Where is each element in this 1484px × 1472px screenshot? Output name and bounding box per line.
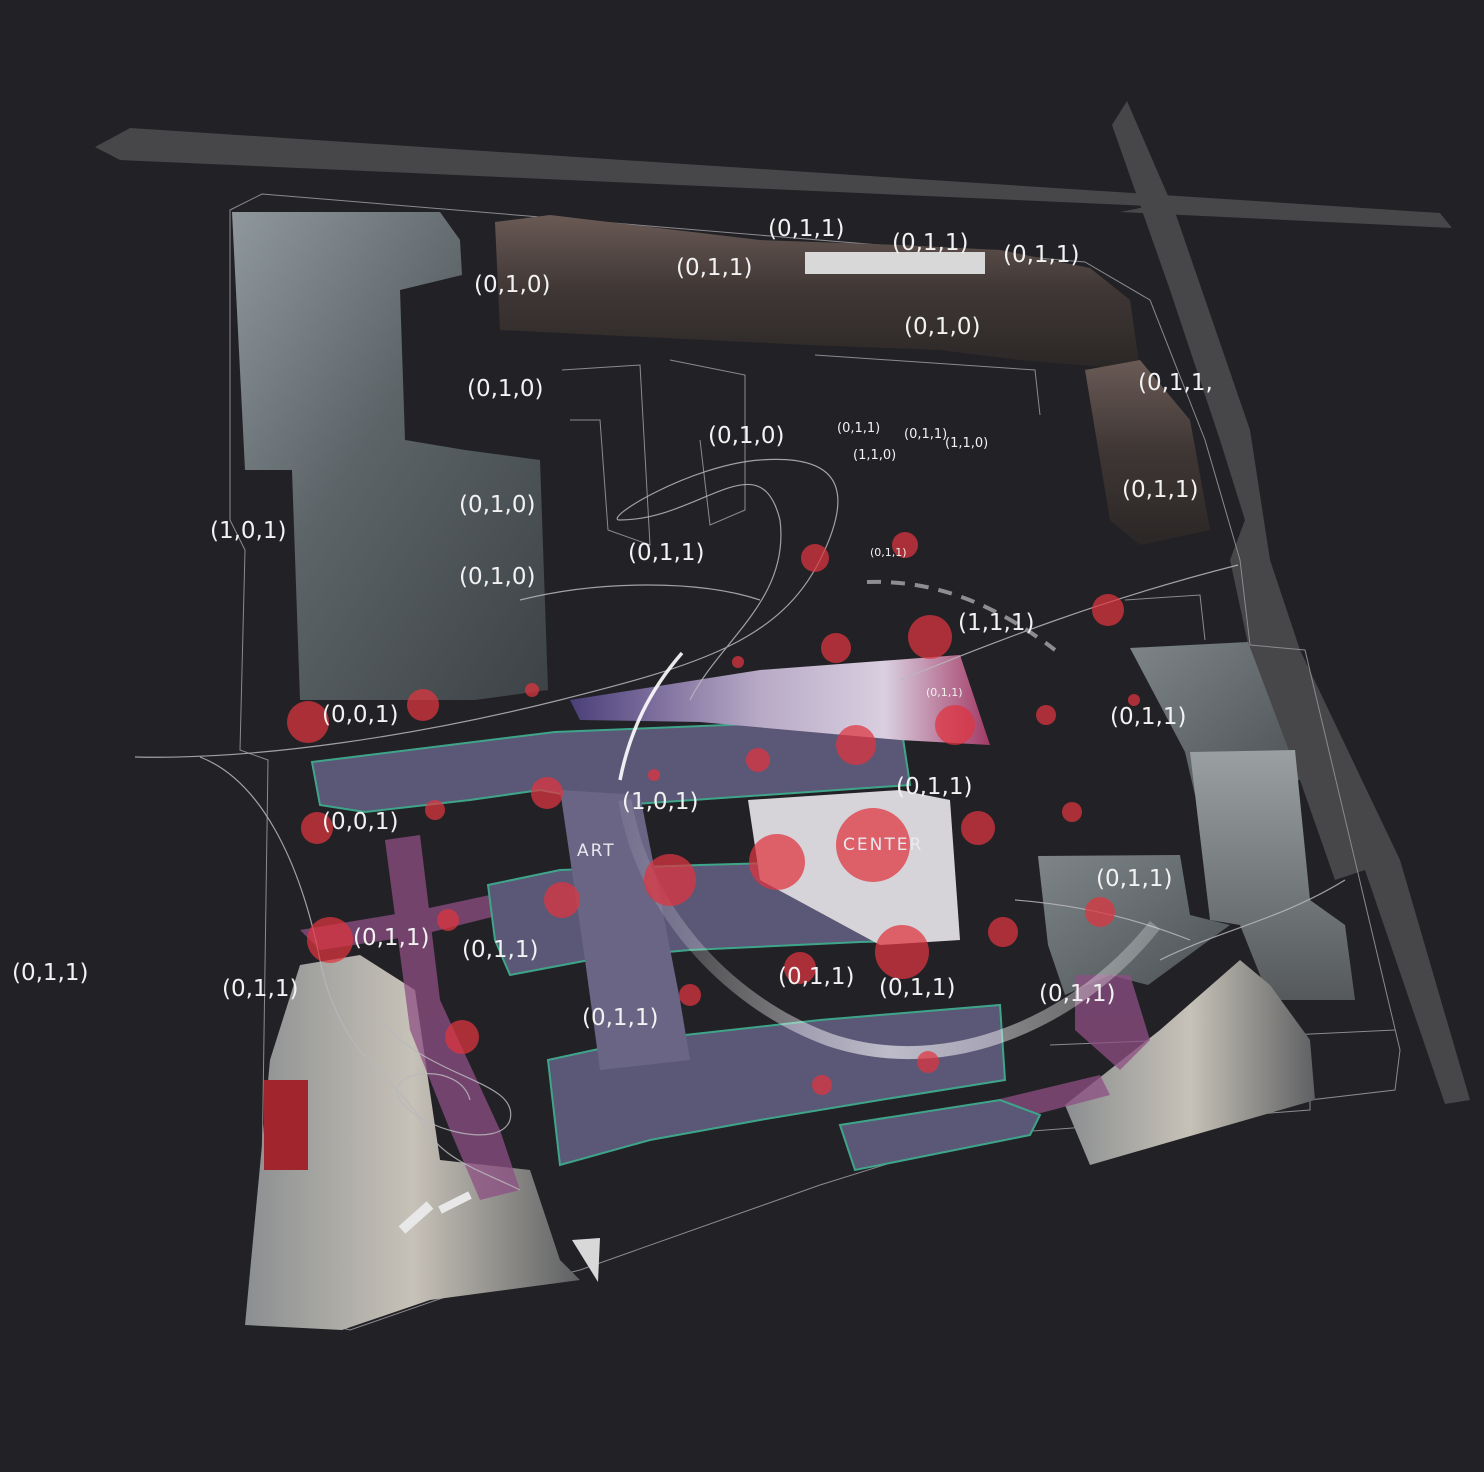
coordinate-label: (0,1,1) (1110, 704, 1186, 730)
red-circle (445, 1020, 479, 1054)
red-circle (531, 777, 563, 809)
red-circle (875, 925, 929, 979)
building-blocks (310, 655, 1042, 1172)
coordinate-label: (0,0,1) (322, 809, 398, 835)
red-circles (287, 532, 1140, 1095)
coordinate-label: (0,1,1) (1096, 866, 1172, 892)
red-circle (437, 909, 459, 931)
coordinate-label: (0,1,0) (467, 376, 543, 402)
red-circle (917, 1051, 939, 1073)
red-circle (988, 917, 1018, 947)
coordinate-label: (1,0,1) (622, 789, 698, 815)
coordinate-label: (0,1,1) (879, 975, 955, 1001)
coordinate-label: (0,1,1) (837, 421, 880, 436)
coordinate-label: (0,0,1) (322, 702, 398, 728)
art-label: ART (577, 841, 616, 861)
street-facades (245, 215, 1315, 1330)
red-circle (648, 769, 660, 781)
coordinate-label: (0,1,1) (353, 925, 429, 951)
concrete-east-3 (1038, 855, 1230, 995)
coordinate-label: (0,1,1) (462, 937, 538, 963)
red-circle (812, 1075, 832, 1095)
coordinate-label: (0,1,1) (870, 546, 907, 559)
red-circle (1036, 705, 1056, 725)
red-circle (287, 701, 329, 743)
coordinate-label: (0,1,1) (582, 1005, 658, 1031)
red-circle (301, 812, 333, 844)
coordinate-label: (0,1,1, (1138, 370, 1213, 396)
red-circle (1092, 594, 1124, 626)
coordinate-label: (0,1,1) (892, 230, 968, 256)
red-circle (961, 811, 995, 845)
coordinate-label: (0,1,0) (459, 564, 535, 590)
coordinate-labels: (0,1,1) (0,1,1) (0,1,1) (0,1,0) (0,1,1) … (12, 216, 1213, 1031)
red-circle (732, 656, 744, 668)
texture-areas (232, 212, 1355, 1000)
red-circle (644, 854, 696, 906)
red-circle (407, 689, 439, 721)
red-circle (821, 633, 851, 663)
red-circle (801, 544, 829, 572)
red-circle (1085, 897, 1115, 927)
flow-lines (134, 458, 1346, 1191)
concrete-east-2 (1190, 750, 1355, 1000)
concrete-west (232, 212, 548, 700)
coordinate-label: (1,1,0) (945, 436, 988, 451)
coordinate-label: (0,1,0) (708, 423, 784, 449)
mural-panel (570, 655, 990, 745)
coordinate-label: (0,1,1) (628, 540, 704, 566)
coordinate-label: (0,1,1) (1039, 981, 1115, 1007)
red-circle (679, 984, 701, 1006)
red-circle (892, 532, 918, 558)
facade-east (1085, 360, 1210, 545)
building-southeast-annex (838, 1098, 1042, 1172)
road-east (1112, 101, 1470, 1104)
red-circle (1128, 694, 1140, 706)
red-circle (908, 615, 952, 659)
roads (95, 101, 1470, 1104)
facade-red-sign (264, 1080, 308, 1170)
road-north (95, 128, 1452, 228)
red-circle (836, 808, 910, 882)
coordinate-label: (0,1,1) (12, 960, 88, 986)
coordinate-label: (0,1,1) (1122, 477, 1198, 503)
red-circle (307, 917, 353, 963)
coordinate-label: (0,1,1) (896, 774, 972, 800)
coordinate-label: (0,1,1) (222, 976, 298, 1002)
coordinate-label: (1,0,1) (210, 518, 286, 544)
red-circle (836, 725, 876, 765)
red-circle (935, 705, 975, 745)
facade-checker (805, 252, 985, 274)
coordinate-label: (0,1,0) (474, 272, 550, 298)
facade-southwest (245, 955, 580, 1330)
coordinate-label: (1,1,1) (958, 610, 1034, 636)
coordinate-label: (0,1,1) (768, 216, 844, 242)
coordinate-label: (0,1,1) (676, 255, 752, 281)
coordinate-label: (0,1,0) (459, 492, 535, 518)
red-circle (1062, 802, 1082, 822)
coordinate-label: (0,1,1) (904, 427, 947, 442)
red-circle (425, 800, 445, 820)
red-circle (784, 952, 816, 984)
center-label: CENTER (843, 835, 923, 855)
red-circle (746, 748, 770, 772)
coordinate-label: (0,1,1) (778, 964, 854, 990)
coordinate-label: (1,1,0) (853, 448, 896, 463)
facade-southeast (1065, 960, 1315, 1165)
red-circle (749, 834, 805, 890)
coordinate-label: (0,1,1) (1003, 242, 1079, 268)
building-spine (560, 790, 690, 1070)
red-circle (544, 882, 580, 918)
red-circle (525, 683, 539, 697)
coordinate-label: (0,1,0) (904, 314, 980, 340)
coordinate-label: (0,1,1) (926, 686, 963, 699)
